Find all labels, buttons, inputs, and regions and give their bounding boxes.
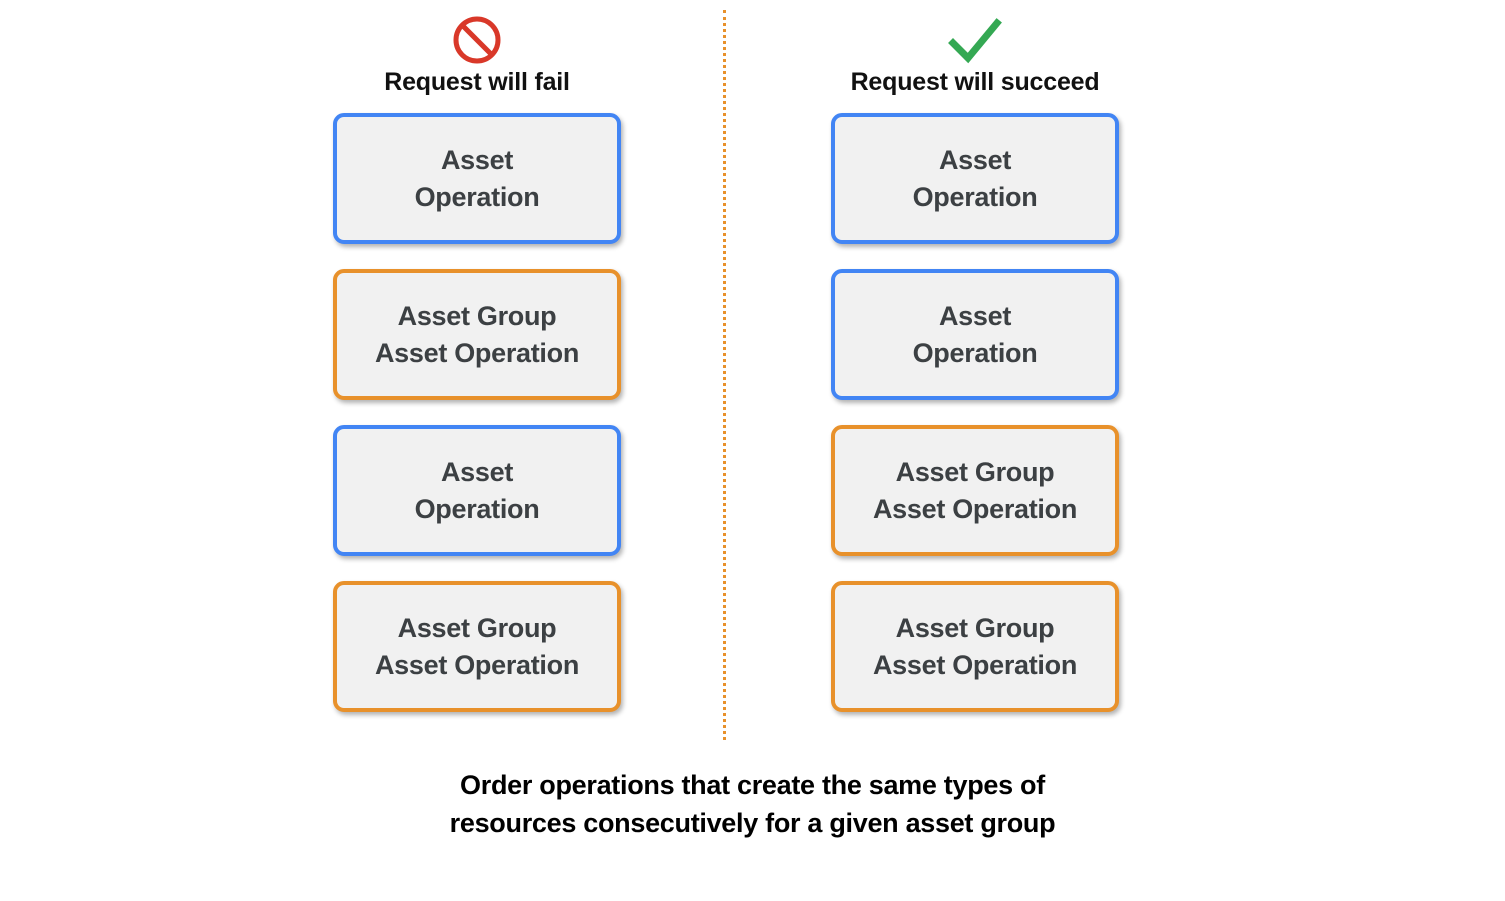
box-stack-succeed: Asset Operation Asset Operation Asset Gr… xyxy=(831,113,1119,737)
operation-box-line: Asset xyxy=(440,457,514,488)
operation-box-line: Asset Operation xyxy=(374,337,580,368)
operation-box: Asset Group Asset Operation xyxy=(333,581,621,712)
prohibition-icon xyxy=(293,12,661,68)
operation-box: Asset Group Asset Operation xyxy=(831,581,1119,712)
operation-box-line: Asset Group xyxy=(895,457,1055,488)
operation-box-line: Asset Operation xyxy=(872,493,1078,524)
operation-box-line: Asset Group xyxy=(895,613,1055,644)
box-stack-fail: Asset Operation Asset Group Asset Operat… xyxy=(333,113,621,737)
operation-box: Asset Group Asset Operation xyxy=(831,425,1119,556)
operation-box-line: Asset Operation xyxy=(374,649,580,680)
operation-box-line: Asset xyxy=(440,145,514,176)
operation-box-line: Operation xyxy=(414,493,540,524)
column-title-fail: Request will fail xyxy=(384,68,570,96)
caption-line-2: resources consecutively for a given asse… xyxy=(449,808,1056,839)
operation-box-line: Asset Group xyxy=(397,301,557,332)
column-title-succeed: Request will succeed xyxy=(850,68,1100,96)
caption-line-1: Order operations that create the same ty… xyxy=(460,770,1045,800)
operation-box-line: Operation xyxy=(912,181,1038,212)
column-header-succeed: Request will succeed xyxy=(791,12,1159,95)
operation-box-line: Asset xyxy=(938,301,1012,332)
operation-box: Asset Operation xyxy=(831,269,1119,400)
operation-box: Asset Operation xyxy=(333,425,621,556)
operation-box-line: Asset xyxy=(938,145,1012,176)
operation-box-line: Operation xyxy=(912,337,1038,368)
operation-box-line: Asset Group xyxy=(397,613,557,644)
operation-box-line: Operation xyxy=(414,181,540,212)
operation-box: Asset Operation xyxy=(831,113,1119,244)
checkmark-icon xyxy=(791,12,1159,68)
column-divider xyxy=(723,10,726,740)
column-header-fail: Request will fail xyxy=(293,12,661,95)
operation-box: Asset Group Asset Operation xyxy=(333,269,621,400)
operation-box: Asset Operation xyxy=(333,113,621,244)
diagram-caption: Order operations that create the same ty… xyxy=(0,766,1505,843)
operation-box-line: Asset Operation xyxy=(872,649,1078,680)
